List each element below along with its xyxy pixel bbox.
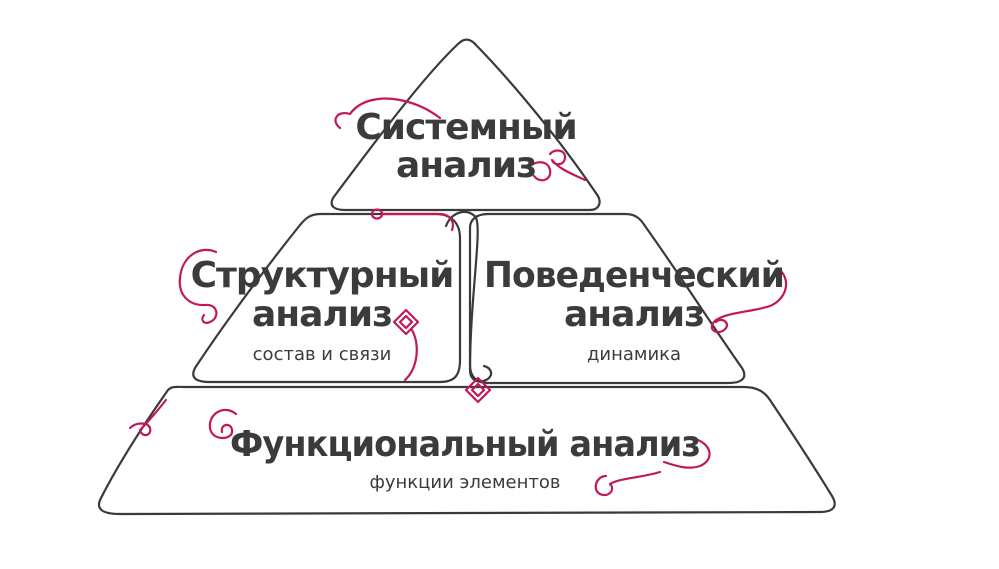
right-tier-outline (468, 212, 746, 385)
swirl-left-diamond (392, 308, 420, 382)
swirl-left (178, 248, 218, 324)
left-tier-title-line1: Структурный (191, 255, 454, 296)
swirl-right (710, 268, 788, 334)
bottom-tier-subtitle: функции элементов (369, 472, 560, 493)
bottom-tier-title: Функциональный анализ (230, 424, 700, 465)
swirl-top-right (526, 149, 587, 182)
swirl-center-diamond (464, 376, 492, 404)
right-tier-subtitle: динамика (587, 344, 681, 365)
right-tier-title-line2: анализ (564, 294, 704, 335)
bottom-tier-outline (97, 385, 836, 516)
swirl-center-link (370, 208, 454, 232)
swirl-bottom-left (128, 398, 238, 440)
right-tier-title-line1: Поведенческий (484, 255, 784, 296)
connector-loops (444, 210, 493, 383)
left-tier-subtitle: состав и связи (253, 344, 392, 365)
decorative-swirls (128, 97, 788, 497)
top-tier-title-line2: анализ (396, 145, 536, 186)
left-tier-title-line2: анализ (252, 294, 392, 335)
left-tier-outline (192, 212, 462, 384)
swirl-bottom-right (594, 438, 711, 497)
swirl-top-left (334, 97, 442, 130)
top-tier-title-line1: Системный (355, 107, 576, 148)
top-tier-outline (330, 38, 601, 212)
